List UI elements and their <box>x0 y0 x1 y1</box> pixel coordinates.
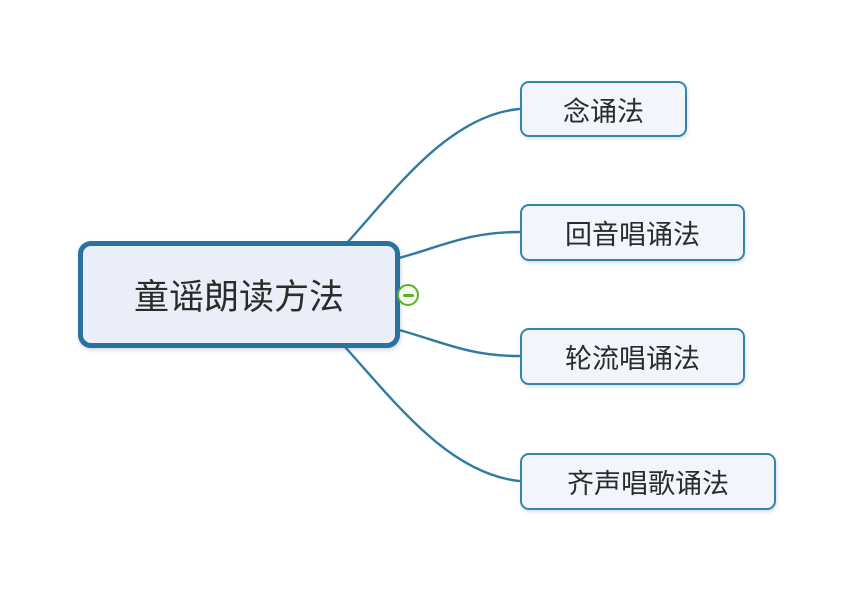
branch-node-1[interactable]: 念诵法 <box>520 81 687 137</box>
connector-root-to-branch-2 <box>397 230 521 260</box>
connector-root-to-branch-3 <box>397 328 521 358</box>
root-topic-label: 童谣朗读方法 <box>133 278 344 317</box>
branch-node-3[interactable]: 轮流唱诵法 <box>520 328 745 385</box>
minus-circle-icon[interactable] <box>397 284 419 306</box>
root-topic-node[interactable]: 童谣朗读方法 <box>78 241 400 348</box>
branch-label: 回音唱诵法 <box>565 220 700 250</box>
connector-root-to-branch-1 <box>344 107 521 246</box>
minus-glyph <box>402 293 414 297</box>
branch-node-4[interactable]: 齐声唱歌诵法 <box>520 453 776 510</box>
branch-label: 轮流唱诵法 <box>565 344 700 374</box>
branch-label: 齐声唱歌诵法 <box>567 469 729 499</box>
branch-node-2[interactable]: 回音唱诵法 <box>520 204 745 261</box>
branch-label: 念诵法 <box>563 96 644 127</box>
connector-root-to-branch-4 <box>343 345 521 483</box>
